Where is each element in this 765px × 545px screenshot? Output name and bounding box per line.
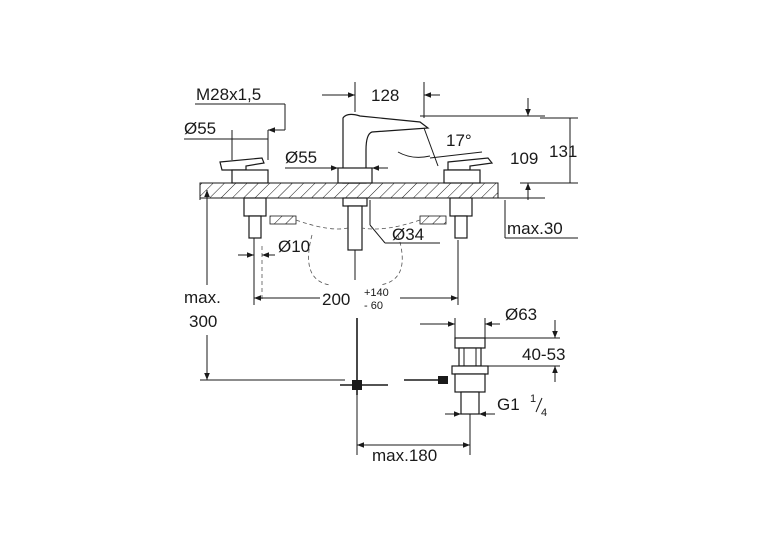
label-max: max. [184,288,221,307]
label-thread: M28x1,5 [196,85,261,104]
waste-rod [340,318,448,395]
dimension-labels: M28x1,5 Ø55 Ø55 128 17° 109 131 max.30 Ø… [184,85,577,465]
label-dia-left: Ø55 [184,119,216,138]
label-spacing-minus: - 60 [364,300,383,312]
right-handle [443,157,494,239]
label-dia-center: Ø55 [285,148,317,167]
dimension-lines [184,82,578,455]
waste-fitting [451,337,489,415]
label-max-30: max.30 [507,219,563,238]
label-max-180: max.180 [372,446,437,465]
label-range-40-53: 40-53 [522,345,565,364]
label-spout-reach: 128 [371,86,399,105]
label-dia-34: Ø34 [392,225,424,244]
label-dia-63: Ø63 [505,305,537,324]
spout [337,113,430,280]
label-thread-g-num: 1 [530,393,536,405]
label-angle: 17° [446,131,472,150]
left-handle [219,157,269,300]
countertop [199,182,499,199]
label-thread-g-den: 4 [541,407,547,419]
label-height-131: 131 [549,142,577,161]
label-spacing-main: 200 [322,290,350,309]
hoses [269,215,447,286]
label-max-300: 300 [189,312,217,331]
label-thread-g: G1 [497,395,520,414]
label-dia-10: Ø10 [278,237,310,256]
label-height-109: 109 [510,149,538,168]
label-spacing-plus: +140 [364,287,389,299]
